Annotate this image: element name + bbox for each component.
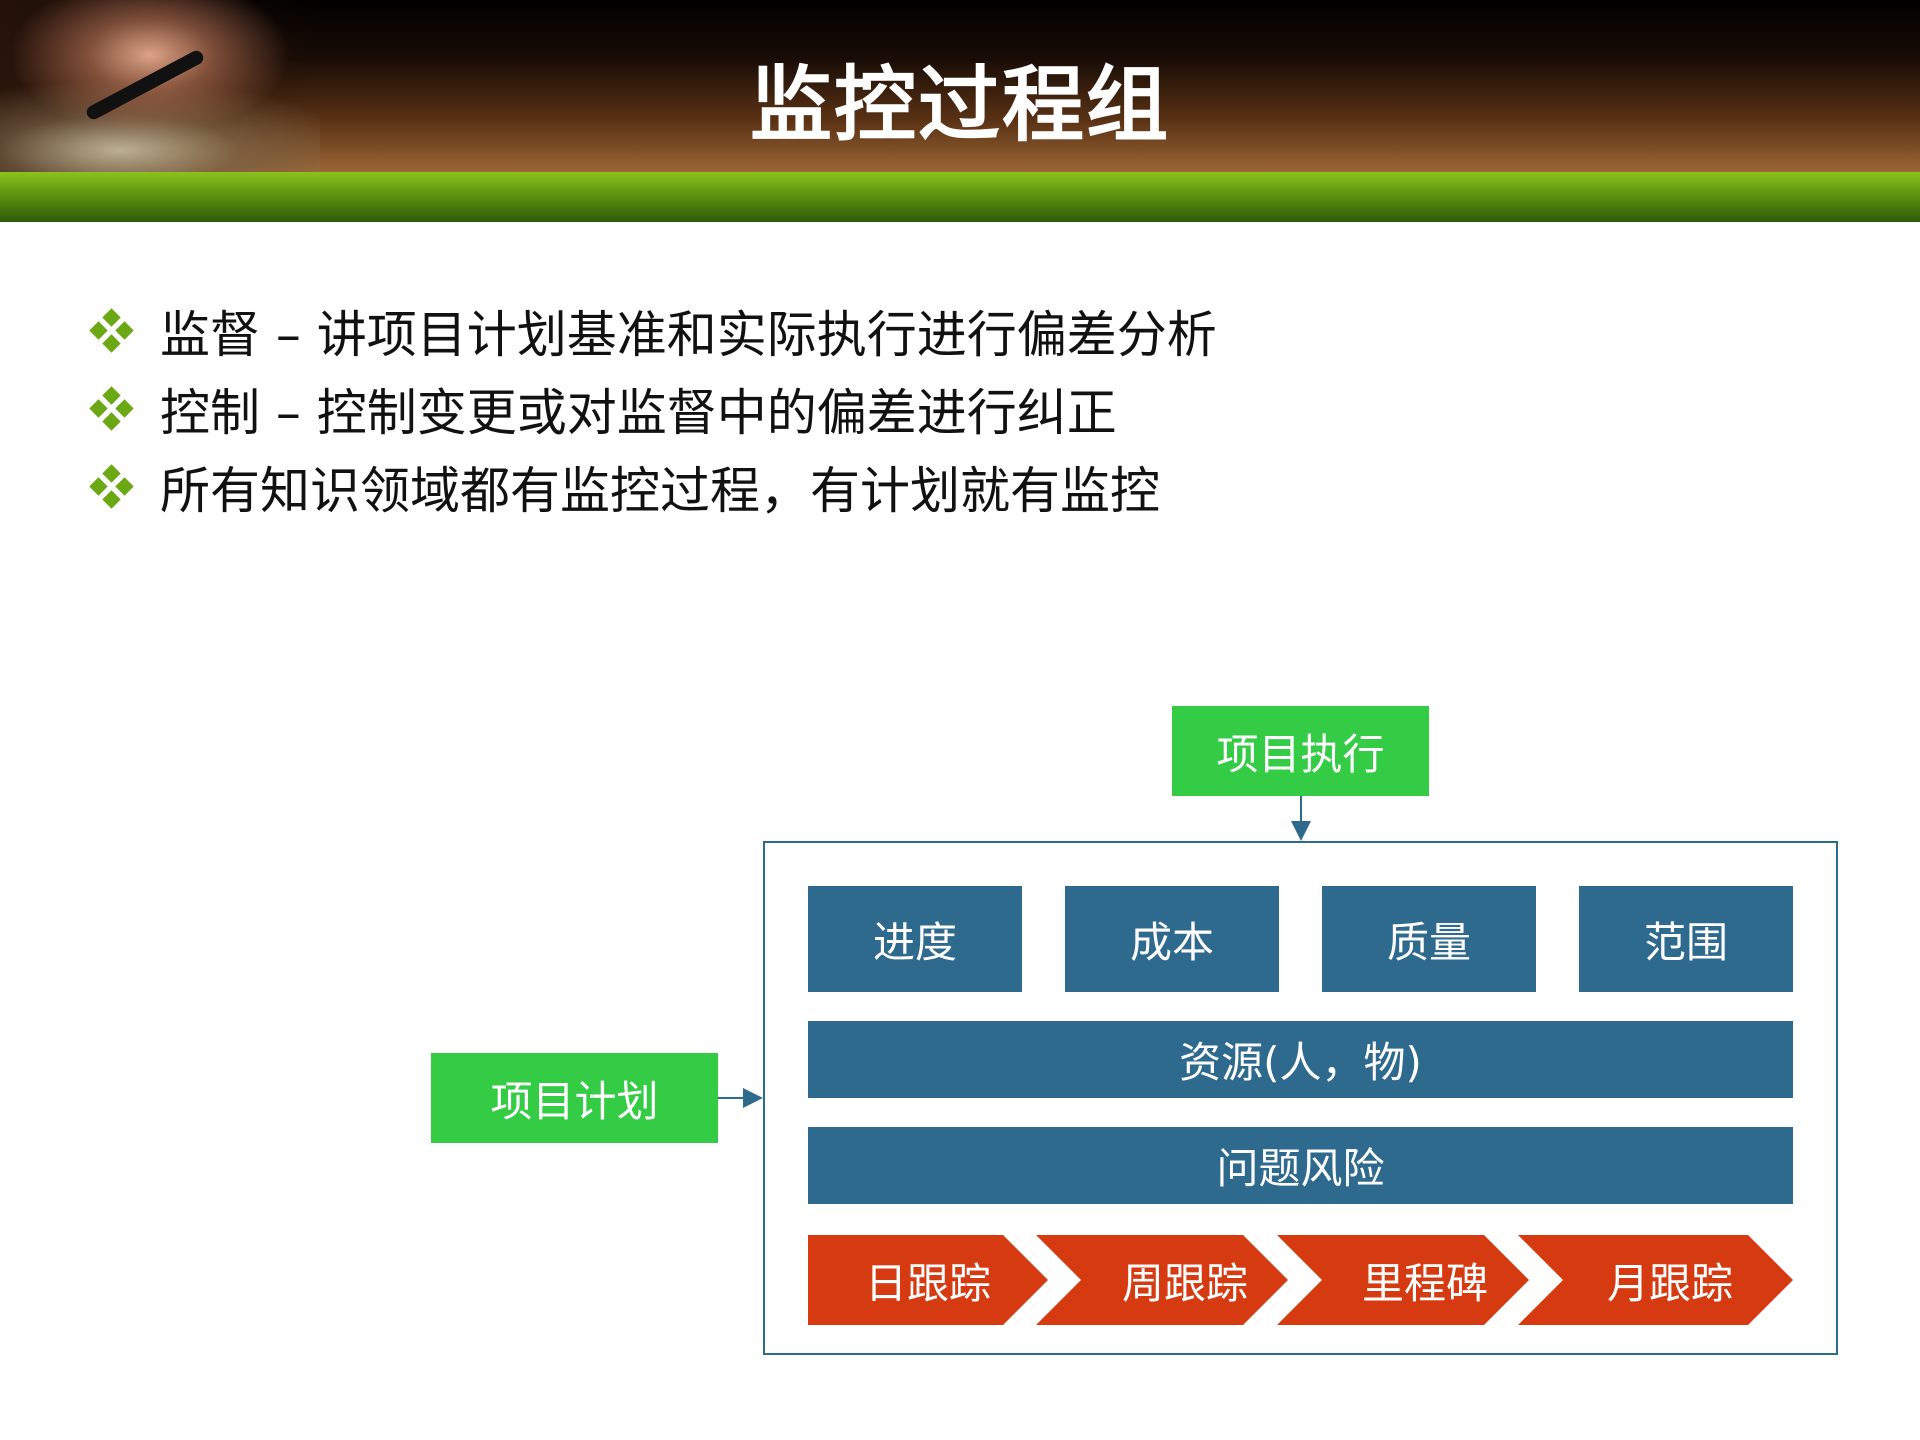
page-title: 监控过程组 [749, 58, 1170, 153]
weekly-tracking-chevron [1036, 1235, 1288, 1325]
bullet-item: 所有知识领域都有监控过程，有计划就有监控 [89, 448, 1217, 526]
milestone-chevron [1277, 1235, 1529, 1325]
bullet-text: 所有知识领域都有监控过程，有计划就有监控 [160, 462, 1160, 520]
resources-box: 资源(人，物) [808, 1021, 1793, 1098]
slide-header: 监控过程组 [0, 0, 1920, 222]
monthly-tracking-label: 月跟踪 [1606, 1258, 1733, 1308]
project-plan-box: 项目计划 [431, 1053, 718, 1143]
bullet-text: 监督 – 讲项目计划基准和实际执行进行偏差分析 [160, 306, 1217, 364]
area-scope-box: 范围 [1579, 886, 1793, 992]
area-quality-box: 质量 [1322, 886, 1536, 992]
header-background [0, 0, 1920, 172]
bullet-item: 监督 – 讲项目计划基准和实际执行进行偏差分析 [89, 292, 1217, 370]
area-cost-box: 成本 [1065, 886, 1279, 992]
daily-tracking-label: 日跟踪 [864, 1258, 991, 1308]
project-execution-box: 项目执行 [1172, 706, 1429, 796]
monitoring-frame [763, 841, 1838, 1355]
bullet-text: 控制 – 控制变更或对监督中的偏差进行纠正 [160, 384, 1117, 442]
milestone-label: 里程碑 [1361, 1258, 1488, 1308]
hand-with-pen-photo [0, 0, 320, 172]
bullet-item: 控制 – 控制变更或对监督中的偏差进行纠正 [89, 370, 1217, 448]
area-schedule-box: 进度 [808, 886, 1022, 992]
monthly-tracking-chevron [1518, 1235, 1793, 1325]
weekly-tracking-label: 周跟踪 [1121, 1258, 1248, 1308]
header-green-bar [0, 172, 1920, 222]
risks-box: 问题风险 [808, 1127, 1793, 1204]
bullet-list: 监督 – 讲项目计划基准和实际执行进行偏差分析 控制 – 控制变更或对监督中的偏… [89, 292, 1217, 526]
daily-tracking-chevron [808, 1235, 1048, 1325]
